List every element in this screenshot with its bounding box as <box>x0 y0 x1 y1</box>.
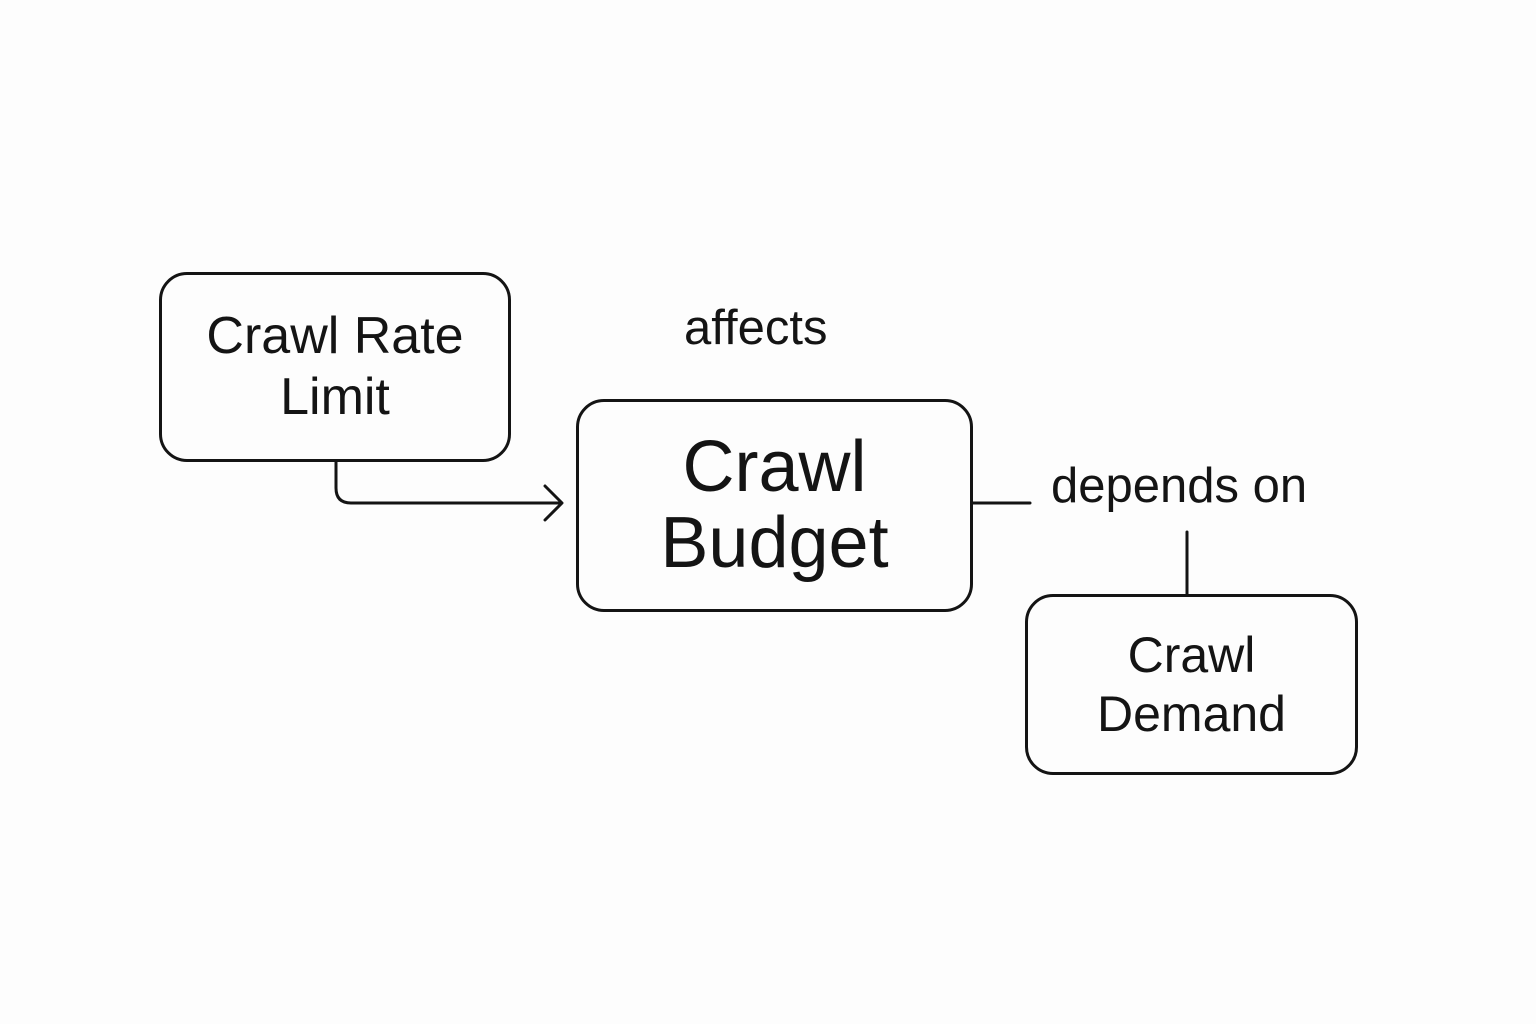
node-crawl-demand: Crawl Demand <box>1025 594 1358 775</box>
node-crawl-rate-limit-label: Crawl Rate Limit <box>206 307 464 426</box>
node-crawl-budget: Crawl Budget <box>576 399 973 612</box>
node-crawl-rate-limit: Crawl Rate Limit <box>159 272 511 462</box>
node-crawl-demand-label: Crawl Demand <box>1097 627 1286 742</box>
edge-label-affects: affects <box>684 301 828 355</box>
arrow-rate-to-budget <box>334 460 562 505</box>
arrowhead-icon <box>543 484 564 522</box>
node-crawl-budget-label: Crawl Budget <box>660 426 889 583</box>
edge-label-depends-on: depends on <box>1051 459 1308 513</box>
